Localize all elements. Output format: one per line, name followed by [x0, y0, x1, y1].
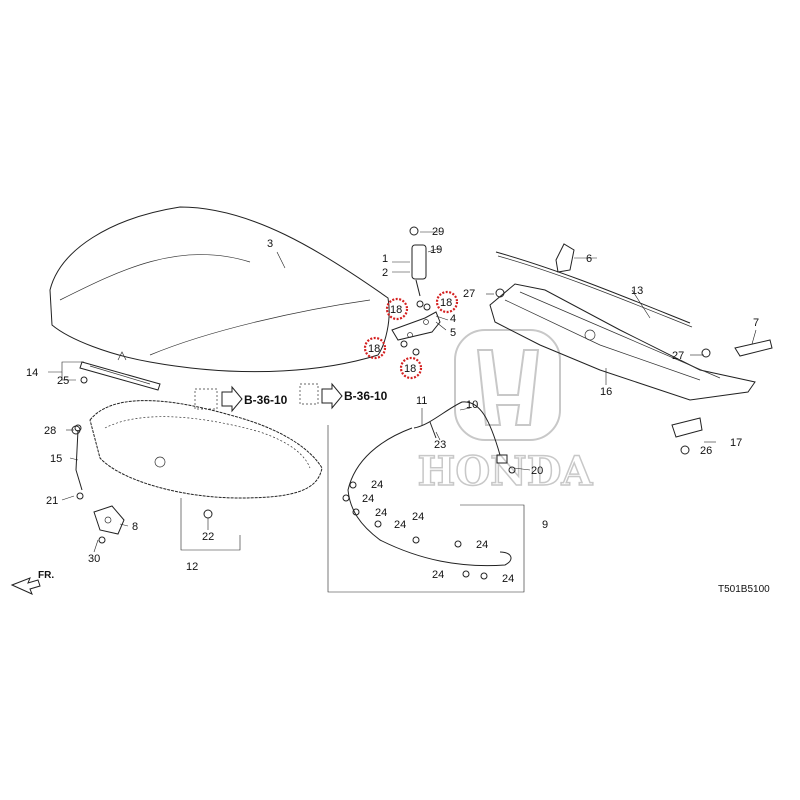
- leader-lines: [48, 231, 757, 553]
- label-part-16: 16: [600, 386, 612, 398]
- hood-lock-stay: [409, 226, 427, 297]
- label-part-27-b: 27: [672, 350, 684, 362]
- label-part-18-c: 18: [368, 343, 380, 355]
- highlight-18-lower-right: [399, 356, 423, 380]
- cowl-top: [489, 283, 756, 401]
- label-part-24-d: 24: [394, 519, 406, 531]
- label-part-19: 19: [430, 244, 442, 256]
- label-part-7: 7: [753, 317, 759, 329]
- hood-hinge: [391, 311, 441, 341]
- label-part-1: 1: [382, 253, 388, 265]
- washer-tube: [347, 401, 512, 567]
- group-bracket-9: [327, 425, 525, 593]
- label-part-18-b: 18: [440, 297, 452, 309]
- label-part-26: 26: [700, 445, 712, 457]
- label-part-17: 17: [730, 437, 742, 449]
- front-direction-marker: FR.: [10, 570, 54, 595]
- highlight-18-lower-left: [363, 336, 387, 360]
- label-part-10: 10: [466, 399, 478, 411]
- label-part-13: 13: [631, 285, 643, 297]
- label-part-18-d: 18: [404, 363, 416, 375]
- label-part-24-b: 24: [362, 493, 374, 505]
- reference-right: B-36-10: [299, 382, 388, 410]
- label-part-3: 3: [267, 238, 273, 250]
- hood-support-rod: [74, 424, 83, 491]
- label-part-24-f: 24: [476, 539, 488, 551]
- label-part-4: 4: [450, 313, 456, 325]
- cowl-side-cover: [671, 417, 703, 455]
- part-labels: 3 29 1 2 19 18 18 18 18 4 5 6 13 7 27 27…: [26, 226, 759, 585]
- label-part-2: 2: [382, 267, 388, 279]
- highlight-18-upper-right: [435, 290, 459, 314]
- hood-latch: [93, 505, 125, 535]
- label-part-24-c: 24: [375, 507, 387, 519]
- label-part-22: 22: [202, 531, 214, 543]
- label-part-23: 23: [434, 439, 446, 451]
- label-part-8: 8: [132, 521, 138, 533]
- label-part-12: 12: [186, 561, 198, 573]
- label-part-28: 28: [44, 425, 56, 437]
- label-part-9: 9: [542, 519, 548, 531]
- label-part-24-g: 24: [432, 569, 444, 581]
- label-part-5: 5: [450, 327, 456, 339]
- label-part-24-h: 24: [502, 573, 514, 585]
- fasteners: [71, 288, 711, 580]
- label-part-29: 29: [432, 226, 444, 238]
- group-bracket-12: [180, 498, 241, 551]
- highlight-18-upper-left: [385, 297, 409, 321]
- hood-seal-strip: [79, 361, 161, 391]
- cowl-side-bracket: [734, 339, 773, 357]
- front-marker-text: FR.: [38, 570, 54, 581]
- diagram-code: T501B5100: [718, 584, 770, 595]
- hood-panel: [49, 206, 390, 373]
- cowl-bracket-small: [555, 243, 575, 273]
- label-part-11: 11: [416, 395, 427, 407]
- label-part-18-a: 18: [390, 304, 402, 316]
- reference-right-text: B-36-10: [344, 389, 388, 403]
- label-part-24-a: 24: [371, 479, 383, 491]
- reference-left-text: B-36-10: [244, 393, 288, 407]
- label-part-21: 21: [46, 495, 58, 507]
- cowl-weatherstrip: [495, 251, 693, 328]
- label-part-27-a: 27: [463, 288, 475, 300]
- label-part-6: 6: [586, 253, 592, 265]
- reference-left: B-36-10: [194, 385, 288, 413]
- label-part-30: 30: [88, 553, 100, 565]
- label-part-25: 25: [57, 375, 69, 387]
- label-part-24-e: 24: [412, 511, 424, 523]
- label-part-20: 20: [531, 465, 543, 477]
- label-part-15: 15: [50, 453, 62, 465]
- label-part-14: 14: [26, 367, 38, 379]
- hood-insulator: [89, 400, 323, 499]
